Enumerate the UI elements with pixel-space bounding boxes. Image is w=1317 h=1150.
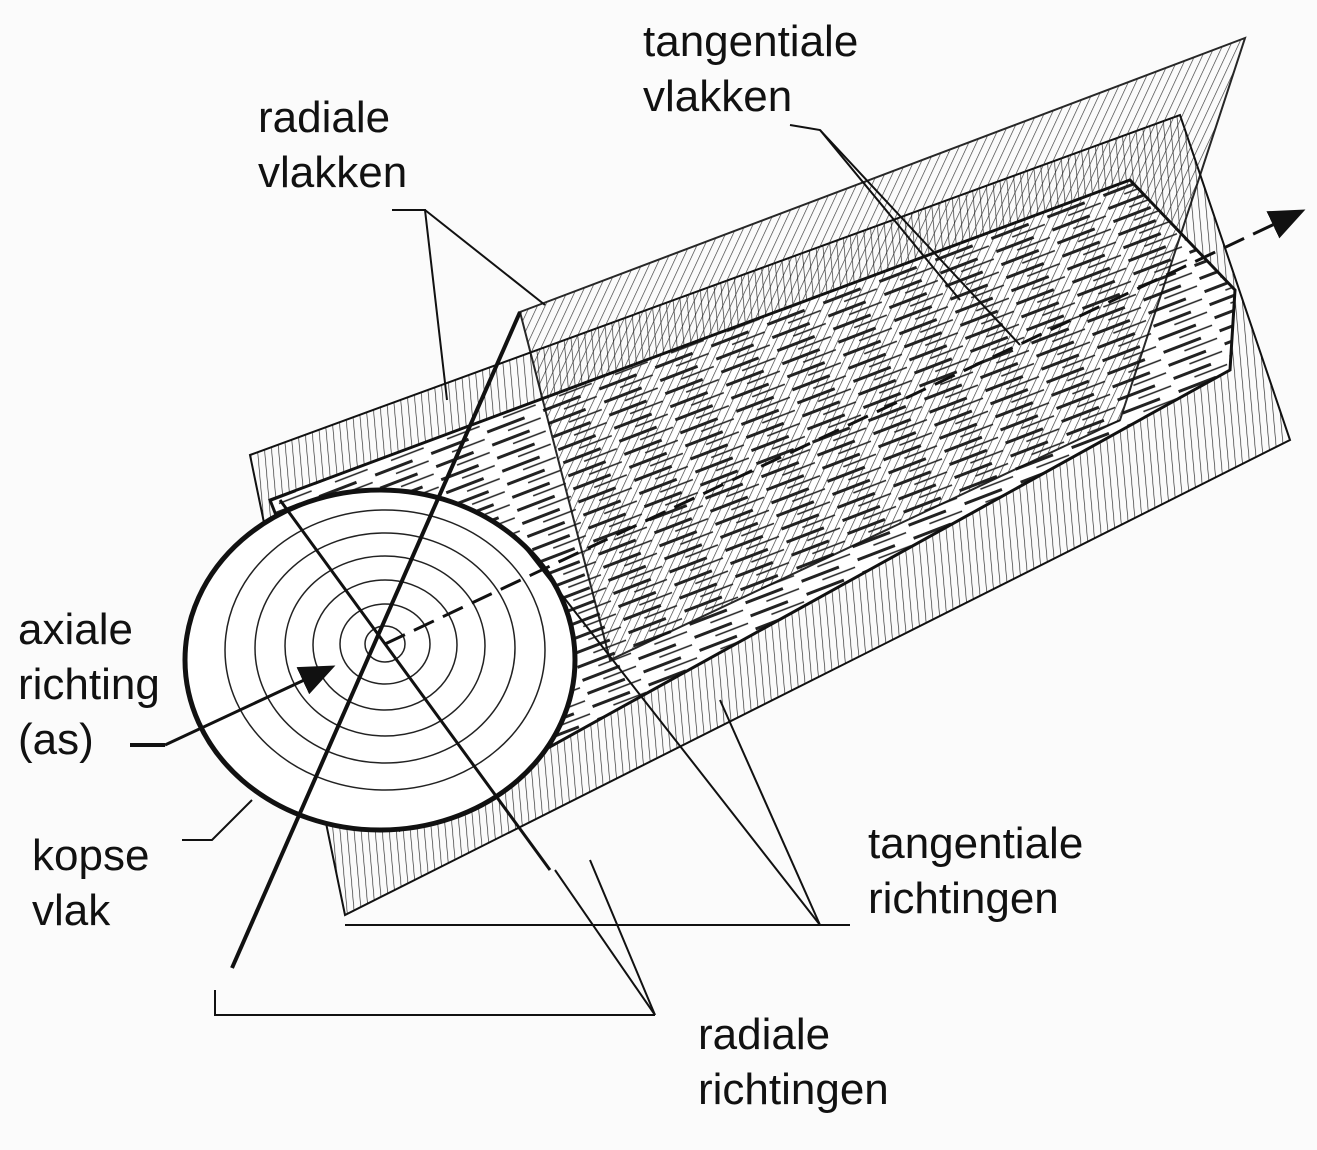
label-line: tangentiale bbox=[868, 819, 1084, 868]
label-line: vlakken bbox=[643, 72, 793, 121]
label-line: richting bbox=[18, 660, 160, 709]
axial-direction-label: axiale richting (as) bbox=[18, 602, 160, 767]
end-grain-face-label: kopse vlak bbox=[32, 828, 149, 938]
label-line: richtingen bbox=[868, 874, 1059, 923]
label-line: tangentiale bbox=[643, 17, 859, 66]
plane-edge bbox=[278, 499, 552, 871]
radial-planes-label: radiale vlakken bbox=[258, 90, 407, 200]
end-grain-face bbox=[182, 487, 578, 833]
leader-lines bbox=[130, 124, 1021, 1016]
label-line: radiale bbox=[258, 93, 391, 142]
plane-edge bbox=[230, 311, 522, 969]
tangential-planes-label: tangentiale vlakken bbox=[643, 14, 858, 124]
label-line: vlak bbox=[32, 886, 111, 935]
label-line: (as) bbox=[18, 715, 94, 764]
label-line: vlakken bbox=[258, 148, 408, 197]
axis-arrow bbox=[164, 665, 336, 747]
axis-dashed-line bbox=[384, 209, 1306, 646]
upper-plane bbox=[518, 36, 1247, 662]
label-line: radiale bbox=[698, 1010, 831, 1059]
label-line: axiale bbox=[18, 605, 133, 654]
tangential-directions-label: tangentiale richtingen bbox=[868, 816, 1083, 926]
radial-directions-label: radiale richtingen bbox=[698, 1007, 889, 1117]
label-line: kopse bbox=[32, 831, 150, 880]
label-line: richtingen bbox=[698, 1065, 889, 1114]
